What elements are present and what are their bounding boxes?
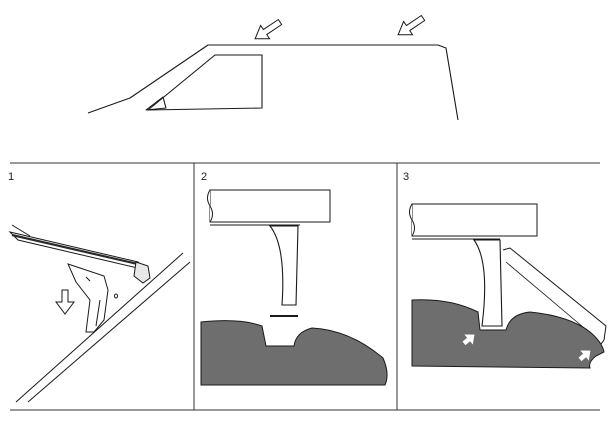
roof-foot-detail [85, 276, 101, 327]
quarter-window [145, 96, 167, 111]
down-arrow-icon [55, 289, 75, 315]
roof-bar-groove [11, 233, 143, 267]
panel-1-illustration [8, 224, 191, 403]
panel-3-illustration [409, 203, 607, 369]
roof-foot [67, 263, 109, 333]
bar-end-cap [133, 261, 151, 284]
foot-profile [472, 239, 503, 327]
roof-profile [200, 320, 388, 386]
car-body-line [87, 44, 459, 121]
step-number-2: 2 [201, 171, 208, 183]
panel-2-illustration [200, 189, 388, 386]
securing-strap [505, 261, 597, 339]
car-roof-outline [87, 44, 459, 121]
step-number-3: 3 [403, 171, 410, 183]
panel-frame [10, 162, 600, 411]
roof-arrow-left [254, 18, 283, 40]
bar-section [411, 203, 538, 237]
foot-hole [114, 293, 118, 299]
securing-strap [502, 247, 607, 349]
bar-break-mark [409, 203, 415, 237]
roof-arrow-right [397, 14, 426, 36]
roof-profile [411, 299, 605, 369]
foot-profile [268, 225, 299, 306]
car-edge-line [27, 261, 191, 403]
insertion-arrow-icon [462, 334, 475, 346]
insertion-arrow-icon [578, 350, 591, 362]
bar-break-mark [207, 189, 213, 223]
step-number-1: 1 [8, 171, 15, 183]
side-window [147, 54, 263, 111]
bar-section [209, 189, 331, 223]
car-edge-line [11, 224, 31, 237]
down-left-arrow-icon [397, 14, 426, 36]
car-edge-line [15, 252, 184, 403]
down-left-arrow-icon [254, 18, 283, 40]
